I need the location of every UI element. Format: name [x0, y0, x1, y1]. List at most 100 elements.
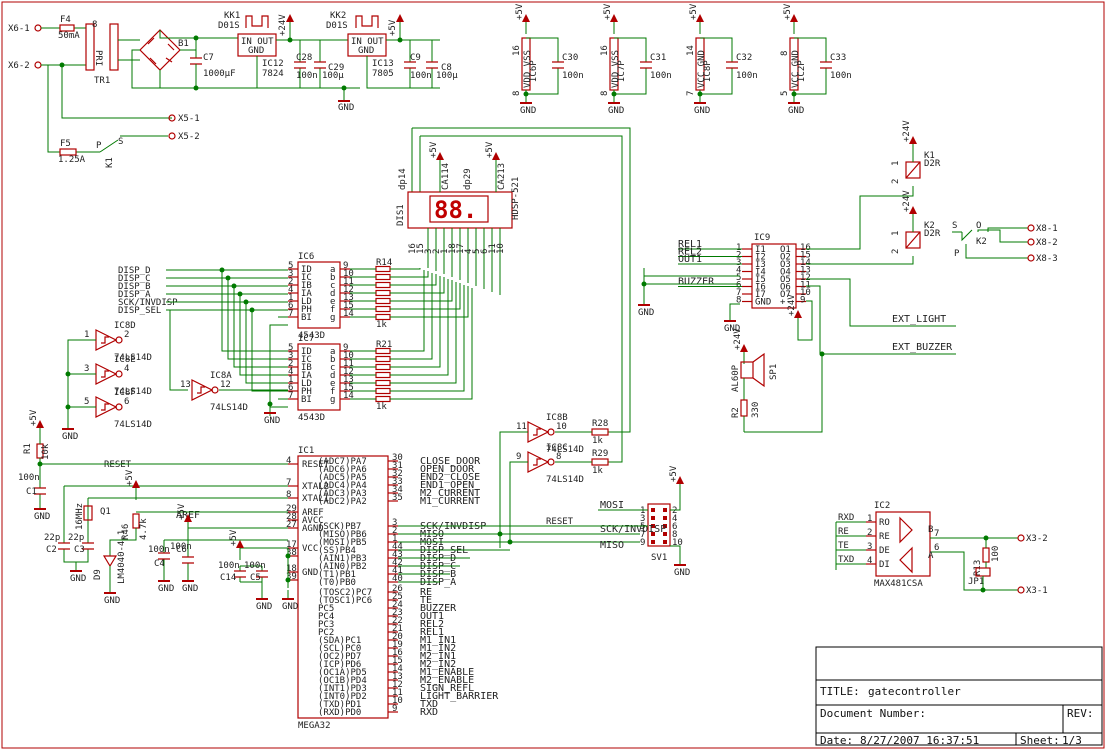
inverter-type: 74LS14D	[546, 445, 584, 455]
inverter-bubble	[115, 336, 123, 344]
wire	[269, 324, 288, 404]
pin-number: 1	[891, 161, 901, 166]
mcu-pin-name: (SDA)PC1	[318, 636, 361, 646]
inverter-bubble	[547, 428, 555, 436]
pin-number: 14	[392, 664, 403, 674]
capacitor-name: C5	[250, 573, 261, 583]
capacitor-value: 100n	[244, 561, 266, 571]
ground-symbol	[34, 508, 46, 510]
ic-power-part: IC2P	[797, 60, 807, 82]
capacitor-name: C30	[562, 53, 578, 63]
pin-number: 12	[343, 367, 354, 377]
mcu-pin-name: PC3	[318, 620, 334, 630]
terminal-x8-1	[1027, 224, 1035, 232]
pin-number: 11	[343, 359, 354, 369]
inverter-bubble	[115, 403, 123, 411]
terminal-label: X8-1	[1036, 224, 1058, 234]
svg-text:D01S: D01S	[326, 21, 348, 31]
pin-number: 2	[891, 179, 901, 184]
relay-contact-label: P	[954, 249, 960, 259]
terminal-label: X8-2	[1036, 238, 1058, 248]
bus-label: B	[928, 525, 933, 535]
svg-text:D01S: D01S	[218, 21, 240, 31]
pin-number: 7	[686, 91, 696, 96]
supply-arrow	[794, 310, 802, 318]
capacitor-c14	[234, 570, 246, 578]
wire	[269, 406, 288, 416]
pin-number: 9	[640, 538, 645, 548]
header-pin	[651, 516, 655, 520]
display-pin-number: 10	[496, 243, 506, 254]
svg-text:+5V: +5V	[485, 141, 495, 158]
reference-diode-d9	[102, 555, 118, 568]
mcu-net-label: BUZZER	[420, 603, 457, 614]
wire	[806, 278, 956, 327]
resistor-r28	[591, 428, 609, 436]
document-date: 8/27/2007 16:37:51	[860, 734, 979, 747]
driver-net-label: REL2	[678, 247, 702, 258]
svg-text:P: P	[96, 141, 102, 151]
capacitor-name: C1	[26, 487, 37, 497]
mcu-pin-name: (T1)PB1	[318, 570, 356, 580]
junction	[980, 587, 986, 593]
supply-arrow	[909, 136, 917, 144]
resistor-network-element	[375, 305, 391, 313]
pin-number: 8	[556, 452, 561, 462]
relay-value: D2R	[924, 159, 941, 169]
junction	[219, 267, 225, 273]
mcu-net-label: RXD	[420, 707, 438, 718]
fuse-f4-label: F4	[60, 15, 71, 25]
relay-name: K1	[924, 151, 935, 161]
capacitor-c33	[820, 61, 832, 69]
display-pin-number: 3	[424, 249, 434, 254]
supply-label: +24V	[733, 328, 743, 350]
mcu-net-label: RE	[420, 587, 432, 598]
mcu-net-label: CLOSE_DOOR	[420, 456, 481, 467]
svg-text:K1: K1	[105, 157, 115, 168]
ground-symbol	[158, 580, 170, 582]
svg-text:IN OUT: IN OUT	[351, 37, 384, 47]
disp-net-label: SCK/INVDISP	[118, 298, 178, 308]
svg-text:C8: C8	[441, 63, 452, 73]
disp-net-label: DISP_SEL	[118, 306, 161, 316]
mcu-pin-name: (TOSC1)PC6	[318, 596, 372, 606]
inverter-bubble	[211, 386, 219, 394]
pin-number: 31	[392, 461, 403, 471]
decoder-input-name: IC	[301, 273, 312, 283]
pin-number: 6	[124, 397, 129, 407]
terminal-x5-1	[168, 114, 176, 122]
pin-number: 42	[392, 558, 403, 568]
power-section: X6-1 X6-2 F4 50mA F5 1.25A 8 PRI TR1 B1	[8, 11, 458, 168]
relay-coil-mark	[905, 161, 921, 179]
relay-contact-name: K2	[976, 237, 987, 247]
resistor-network-element	[375, 289, 391, 297]
svg-text:KK1: KK1	[224, 11, 240, 21]
wire	[67, 339, 96, 408]
driver-net-label: BUZZER	[678, 277, 715, 288]
wire	[965, 227, 1028, 259]
capacitor-name: C3	[74, 545, 85, 555]
wire	[390, 285, 465, 392]
relay-name: K2	[924, 221, 935, 231]
schmitt-mark	[101, 403, 109, 411]
mcu-net-label: SIGN_REFL	[420, 683, 474, 694]
relay-contact-label: S	[952, 221, 957, 231]
pin-number: 2	[867, 528, 872, 538]
decoder-type: 4543D	[298, 331, 325, 341]
pin-number: 44	[392, 542, 403, 552]
pin-number: 6	[736, 281, 741, 291]
svg-text:7824: 7824	[262, 69, 284, 79]
ground-label: GND	[62, 432, 78, 442]
ground-label: GND	[674, 568, 690, 578]
relay-contact-label: O	[976, 221, 981, 231]
driver-pin-name: I5	[755, 275, 766, 285]
capacitor-name: C14	[220, 573, 236, 583]
pin-number: 8	[600, 91, 610, 96]
inverter-bubble	[115, 370, 123, 378]
wire	[390, 274, 437, 286]
mcu-net-label: M1_CURRENT	[420, 496, 480, 507]
pin-number: 3	[736, 258, 741, 268]
